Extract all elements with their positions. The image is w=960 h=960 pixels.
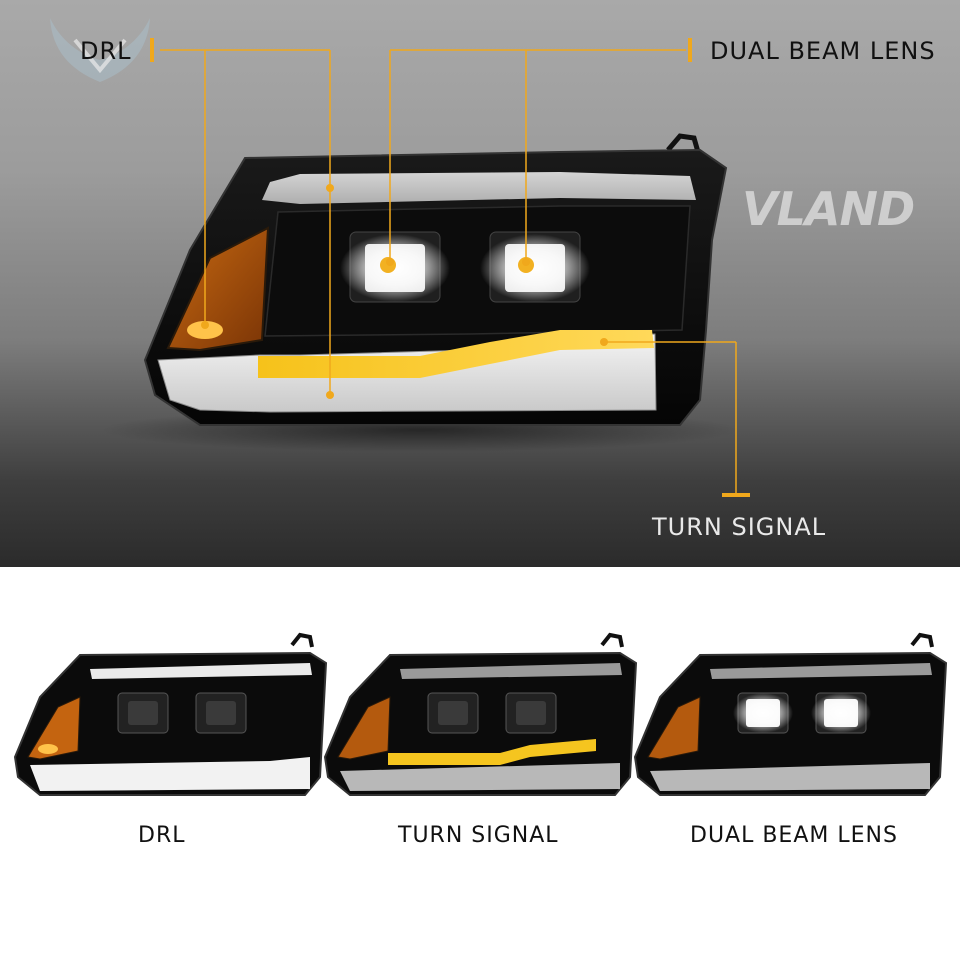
dual-beam-lens-left (340, 231, 450, 303)
projector-bay (264, 205, 691, 337)
variant-turn-signal-headlight (323, 632, 638, 796)
callout-dots (201, 184, 608, 399)
variant-drl-headlight (13, 632, 328, 796)
hero-product-photo: VLAND DRL DUAL BEAM LENS TURN SIGNAL (0, 0, 960, 567)
variant-comparison-row: DRL TURN SIGNAL DUAL BEAM LENS (0, 567, 960, 960)
dual-beam-lens-right (480, 231, 590, 303)
callout-lines (150, 38, 750, 497)
callout-drl-label: DRL (80, 37, 132, 65)
vland-watermark-text: VLAND (742, 182, 915, 236)
callout-turn-signal-label: TURN SIGNAL (652, 513, 827, 541)
variant-turn-signal-label: TURN SIGNAL (398, 823, 559, 848)
variant-dual-beam-label: DUAL BEAM LENS (690, 823, 898, 848)
upper-drl-strip (262, 172, 696, 204)
amber-drl-glow (187, 321, 223, 339)
turn-signal-bar (258, 330, 654, 378)
vland-logo-icon (50, 18, 150, 82)
callout-dual-beam-label: DUAL BEAM LENS (710, 37, 936, 65)
amber-side-marker (166, 226, 270, 352)
variant-dual-beam-headlight (633, 632, 948, 796)
headlight-hero-illustration (100, 38, 750, 497)
variant-drl-label: DRL (138, 823, 186, 848)
